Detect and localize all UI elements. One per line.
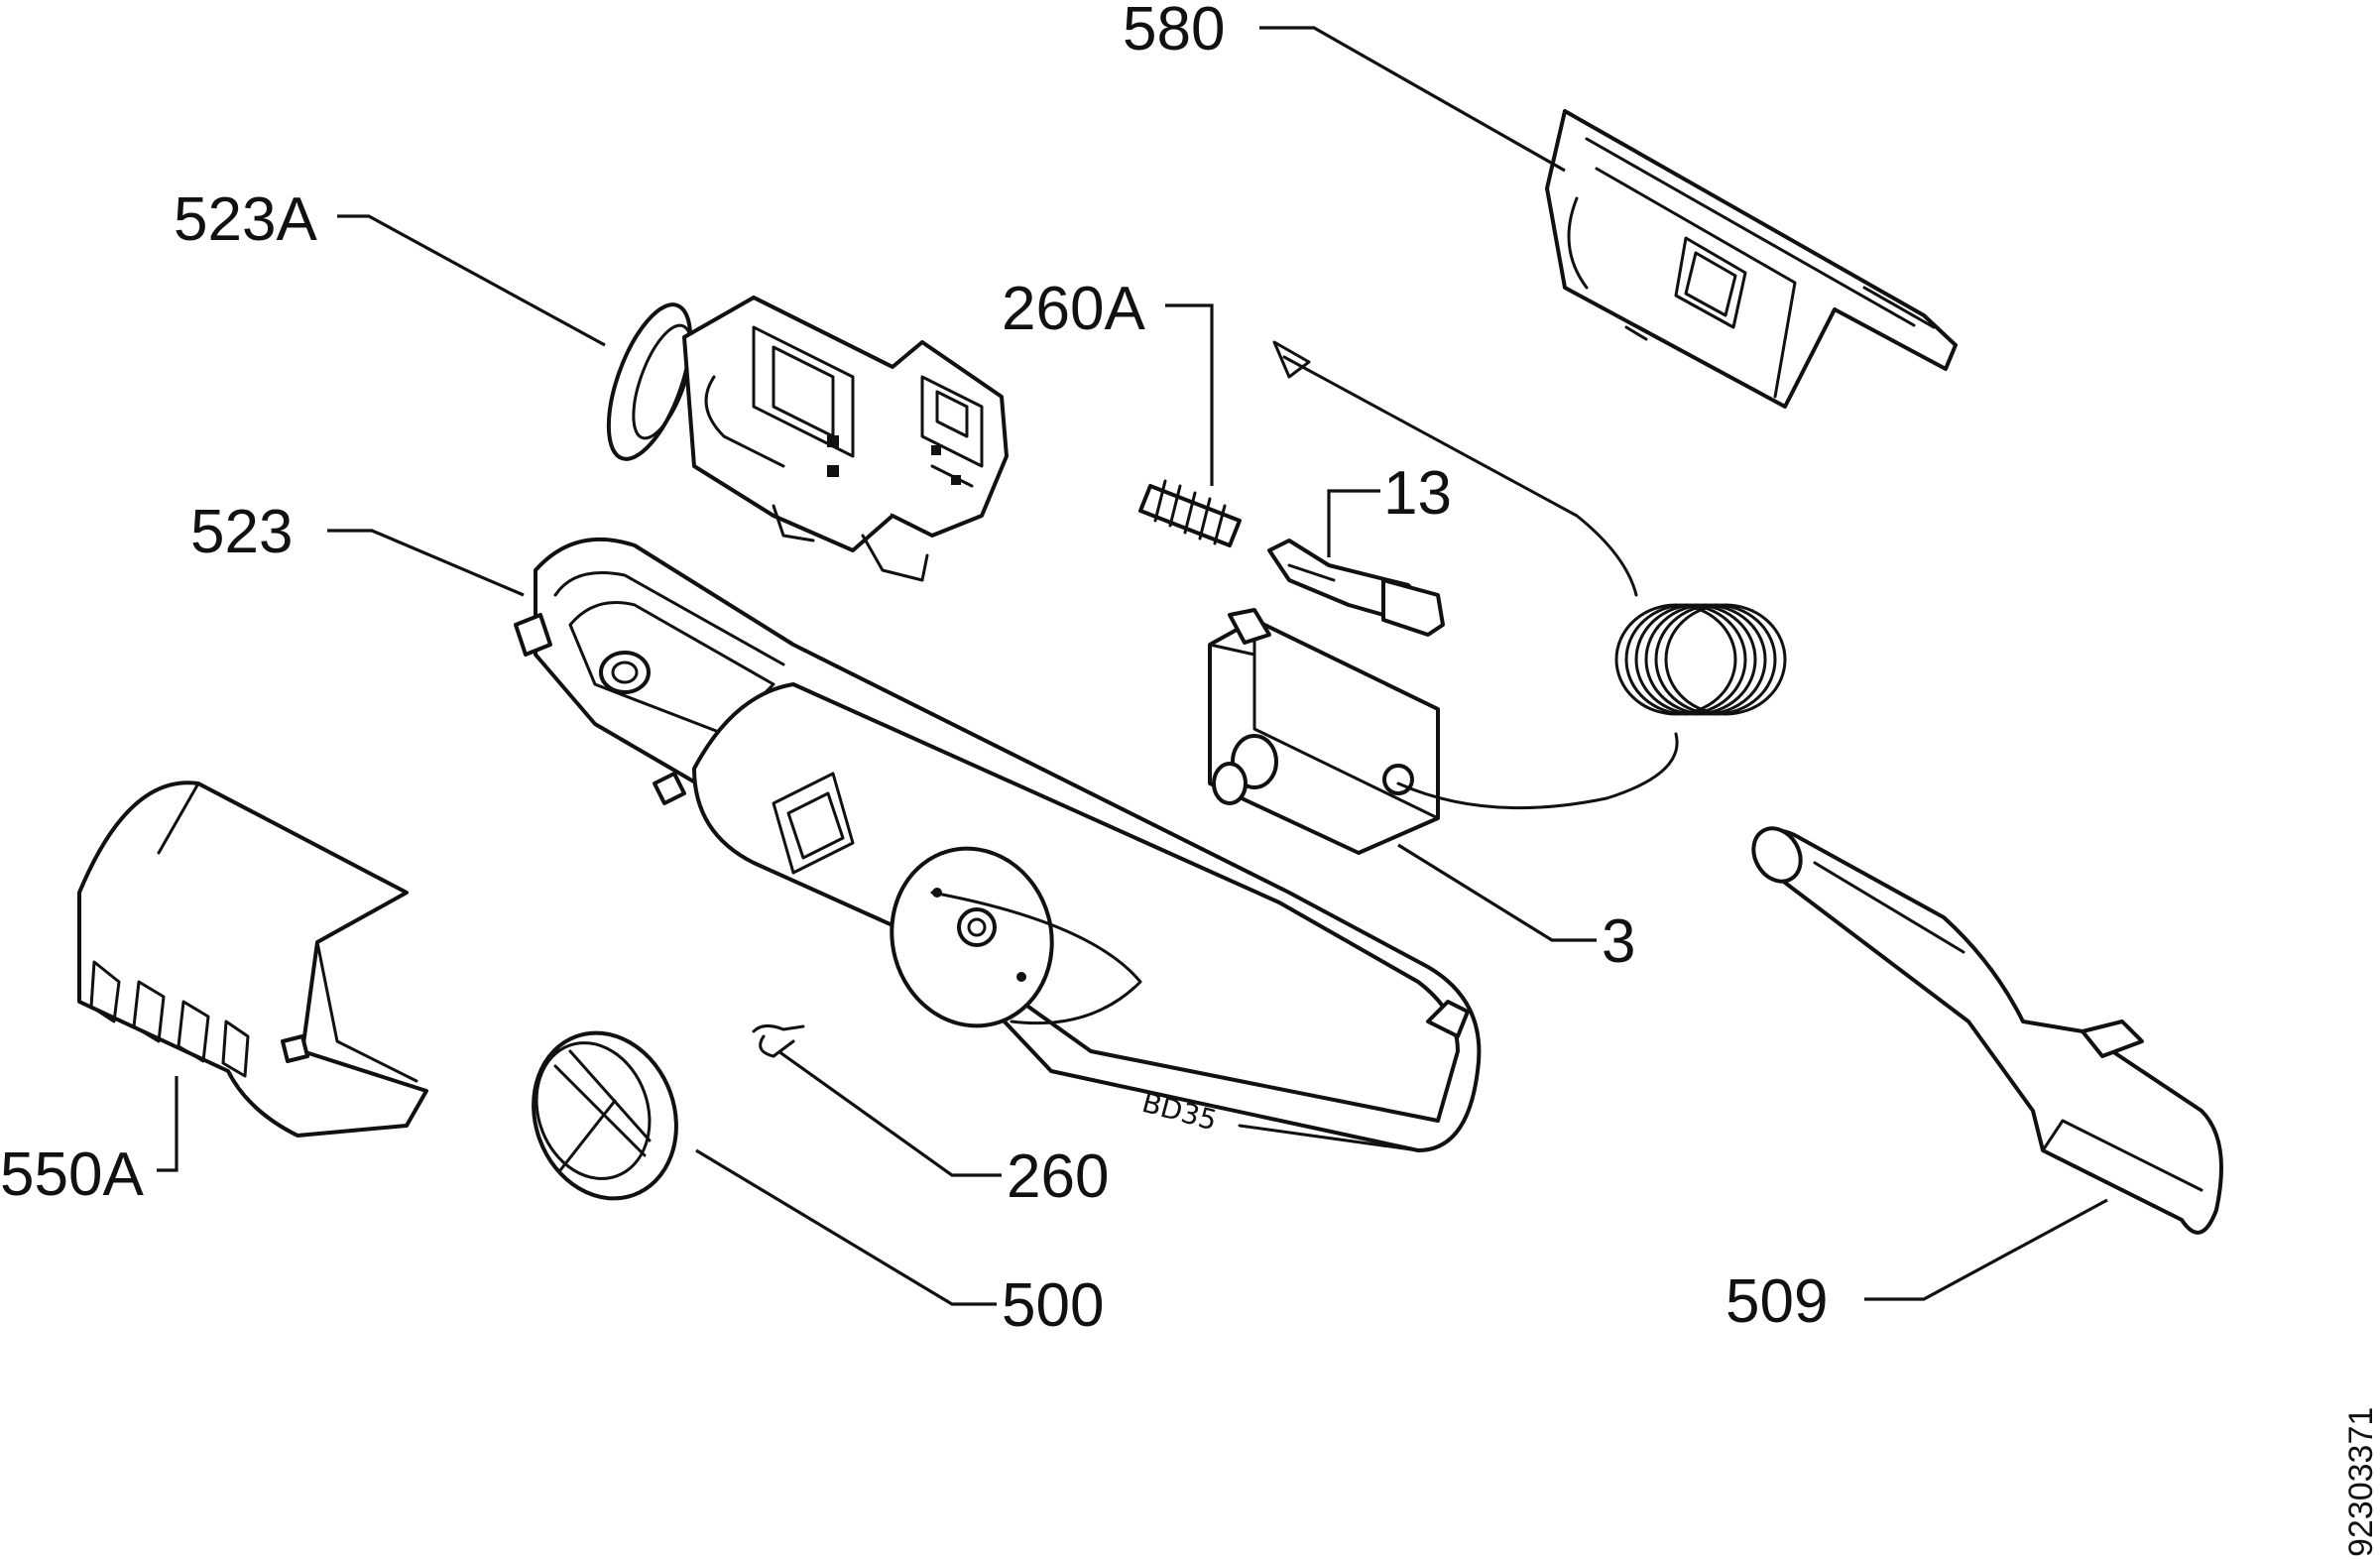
leader-523: [327, 529, 525, 597]
leader-13: [1327, 489, 1380, 557]
leader-lines: [157, 26, 2108, 1306]
part-580-bracket: [1545, 109, 1958, 409]
part-260-clip: [752, 1024, 805, 1058]
label-260A: 260A: [1002, 275, 1145, 343]
part-3-thermostat: [1208, 340, 1787, 855]
part-523-housing: BD35: [514, 537, 1482, 1152]
label-509: 509: [1726, 1267, 1828, 1336]
part-260A-spring: [1138, 479, 1242, 547]
label-3: 3: [1602, 907, 1635, 976]
part-500-knob: [532, 1030, 678, 1201]
part-13-plunger: [1267, 539, 1445, 637]
label-550A: 550A: [0, 1140, 144, 1209]
label-13: 13: [1383, 459, 1452, 528]
document-number: 92303371: [2342, 1407, 2380, 1557]
label-523: 523: [190, 498, 293, 566]
part-523A-switch-block: [606, 296, 1009, 582]
leader-260: [777, 1049, 1002, 1177]
leader-3: [1397, 843, 1597, 942]
leader-523A: [337, 214, 606, 347]
leader-260A: [1165, 303, 1214, 486]
label-523A: 523A: [174, 185, 317, 254]
part-550A-cover: [77, 780, 428, 1138]
part-509-handle: [1751, 826, 2223, 1235]
leader-550A: [157, 1076, 178, 1172]
part-labels: 580 523A 260A 13 523 3 550A 260 500 509: [0, 0, 1828, 1340]
label-260: 260: [1007, 1142, 1109, 1211]
leader-580: [1259, 26, 1566, 173]
leader-500: [695, 1148, 997, 1306]
label-580: 580: [1123, 0, 1225, 63]
leader-509: [1864, 1198, 2108, 1301]
label-500: 500: [1002, 1271, 1104, 1340]
